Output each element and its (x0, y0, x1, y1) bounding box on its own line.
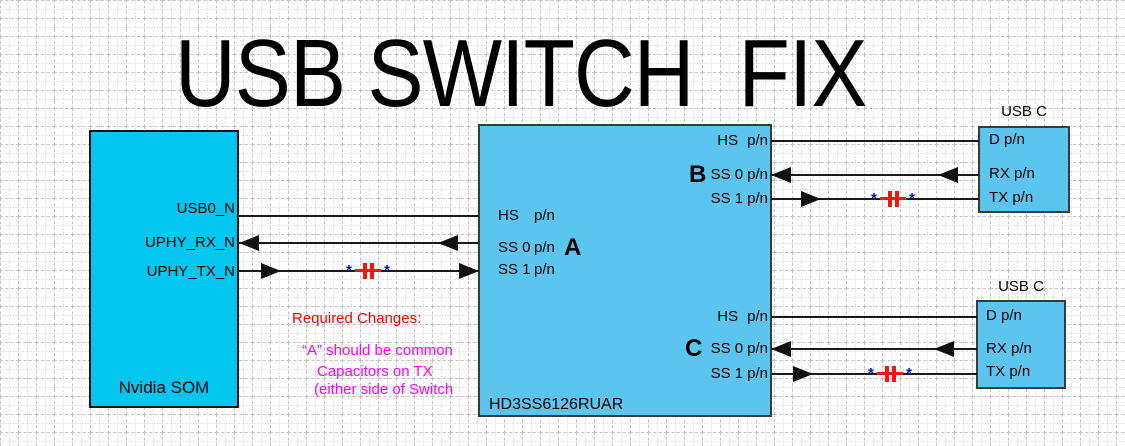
capacitor-symbol: * * (871, 189, 915, 209)
capacitor-lead (880, 197, 906, 200)
switch-pin-c-ss1: SS 1 p/n (710, 365, 768, 382)
nvidia-som-block (89, 130, 239, 408)
switch-pin-b-ss0: SS 0 p/n (710, 166, 768, 183)
capacitor-plate (370, 263, 374, 279)
capacitor-plate (888, 191, 892, 207)
wire-c-ss1 (771, 373, 977, 375)
usb-switch-block (478, 124, 772, 417)
capacitor-lead (877, 372, 903, 375)
som-block-label: Nvidia SOM (118, 378, 210, 397)
note-line-1: “A” should be common (302, 342, 453, 359)
usbc-bottom-title: USB C (998, 278, 1044, 295)
usbc-bottom-pin-rx: RX p/n (986, 340, 1032, 357)
switch-pin-a-ss1: SS 1 p/n (498, 261, 555, 278)
switch-pin-a-hs: HS p/n (498, 207, 555, 224)
switch-pin-b-hs: HS p/n (717, 132, 768, 149)
usbc-top-title: USB C (1001, 103, 1047, 120)
group-b-tag: B (689, 161, 707, 188)
switch-part-number: HD3SS6126RUAR (489, 396, 624, 413)
som-pin-usb0: USB0_N (176, 200, 235, 217)
capacitor-plate (885, 366, 889, 382)
arrow-left-icon (934, 341, 954, 357)
usbc-top-pin-tx: TX p/n (989, 189, 1034, 206)
group-c-tag: C (685, 335, 703, 362)
capacitor-symbol: * * (346, 261, 390, 281)
wire-c-hs (771, 316, 977, 318)
note-line-3: (either side of Switch (314, 381, 454, 398)
capacitor-plate (895, 191, 899, 207)
group-a-tag: A (564, 234, 582, 261)
wire-uphy-rx (239, 242, 479, 244)
cap-asterisk-icon: * (868, 365, 874, 382)
wire-b-hs (771, 140, 979, 142)
arrow-right-icon (459, 263, 479, 279)
switch-pin-a-ss0: SS 0 p/n (498, 239, 555, 256)
page-title: USB SWITCH FIX (175, 20, 867, 127)
usbc-bottom-block (976, 300, 1066, 389)
notes-heading: Required Changes: (292, 310, 422, 327)
arrow-right-icon (261, 263, 281, 279)
capacitor-plate (892, 366, 896, 382)
arrow-right-icon (801, 191, 821, 207)
som-pin-rx: UPHY_RX_N (144, 234, 235, 251)
som-pin-tx: UPHY_TX_N (146, 263, 235, 280)
arrow-left-icon (239, 235, 259, 251)
note-line-2: Capacitors on TX (317, 363, 433, 380)
capacitor-plate (363, 263, 367, 279)
wire-b-ss0 (771, 174, 979, 176)
cap-asterisk-icon: * (906, 365, 912, 382)
arrow-right-icon (793, 366, 813, 382)
wire-c-ss0 (771, 348, 977, 350)
switch-pin-c-hs: HS p/n (717, 308, 768, 325)
cap-asterisk-icon: * (384, 262, 390, 279)
usbc-bottom-pin-tx: TX p/n (986, 363, 1031, 380)
cap-asterisk-icon: * (871, 190, 877, 207)
arrow-left-icon (771, 341, 791, 357)
wire-b-ss1 (771, 198, 979, 200)
switch-pin-c-ss0: SS 0 p/n (710, 340, 768, 357)
usbc-bottom-pin-d: D p/n (986, 307, 1022, 324)
arrow-left-icon (438, 235, 458, 251)
wire-usb0-hs (239, 215, 479, 217)
capacitor-lead (355, 269, 381, 272)
cap-asterisk-icon: * (346, 262, 352, 279)
usbc-top-pin-rx: RX p/n (989, 165, 1035, 182)
capacitor-symbol: * * (868, 364, 912, 384)
switch-pin-b-ss1: SS 1 p/n (710, 190, 768, 207)
usbc-top-block (978, 126, 1070, 213)
cap-asterisk-icon: * (909, 190, 915, 207)
arrow-left-icon (938, 167, 958, 183)
arrow-left-icon (771, 167, 791, 183)
usbc-top-pin-d: D p/n (989, 131, 1025, 148)
